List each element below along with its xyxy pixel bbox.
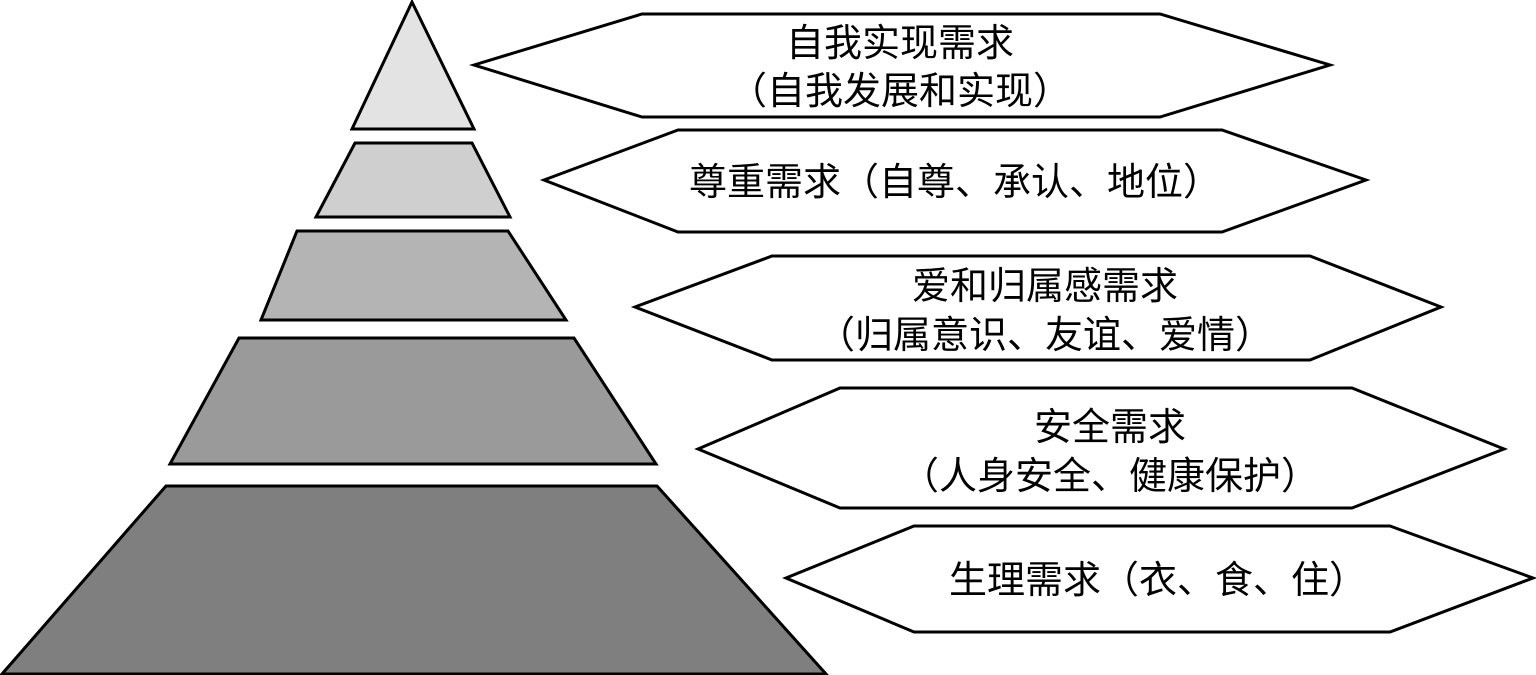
label-line: 爱和归属感需求 xyxy=(912,264,1178,308)
hexagon-label-box xyxy=(539,128,1371,234)
hexagon-label-box xyxy=(468,12,1336,119)
label-line: 安全需求 xyxy=(1034,405,1186,449)
pyramid-tier-self-actualization xyxy=(349,0,477,131)
hexagon-label-box xyxy=(782,524,1536,634)
pyramid xyxy=(0,0,829,675)
pyramid-tier-esteem xyxy=(313,141,513,219)
label-line: 尊重需求（自尊、承认、地位） xyxy=(689,160,1221,204)
pyramid-tier-love-belonging xyxy=(258,229,569,322)
hexagon-label-box xyxy=(630,254,1446,362)
pyramid-tier-physiological xyxy=(0,484,829,675)
label-line: 生理需求（衣、食、住） xyxy=(949,558,1367,602)
label-line: （人身安全、健康保护） xyxy=(901,454,1319,498)
pyramid-tier-safety xyxy=(167,336,659,466)
label-love-belonging: 爱和归属感需求 （归属意识、友谊、爱情） xyxy=(630,254,1446,362)
label-line: （自我发展和实现） xyxy=(729,69,1071,113)
label-self-actualization: 自我实现需求 （自我发展和实现） xyxy=(468,12,1336,119)
label-safety: 安全需求 （人身安全、健康保护） xyxy=(694,386,1509,510)
label-esteem: 尊重需求（自尊、承认、地位） xyxy=(539,128,1371,234)
hexagon-label-box xyxy=(694,386,1509,510)
label-line: （归属意识、友谊、爱情） xyxy=(817,313,1273,357)
label-physiological: 生理需求（衣、食、住） xyxy=(782,524,1536,634)
label-line: 自我实现需求 xyxy=(786,21,1014,65)
